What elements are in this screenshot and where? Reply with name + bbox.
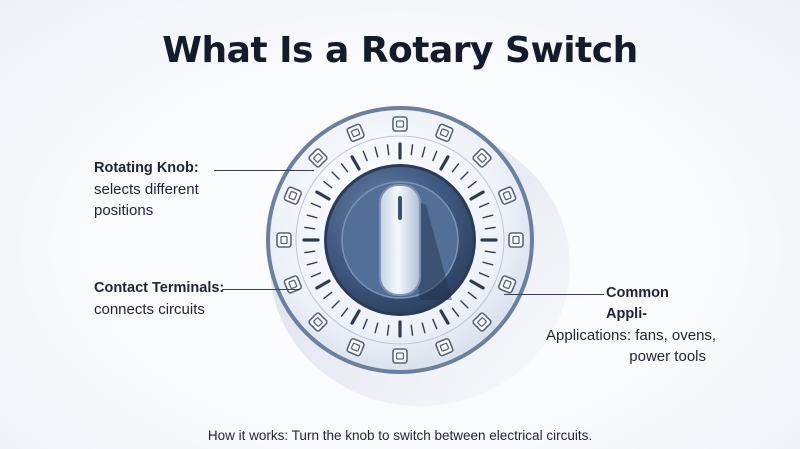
tick-marks — [302, 142, 498, 338]
minor-tick — [482, 214, 494, 219]
minor-tick — [340, 163, 349, 173]
minor-tick — [482, 261, 494, 266]
contact-terminal-icon — [392, 116, 408, 132]
minor-tick — [306, 261, 318, 266]
contact-terminal-icon — [472, 148, 492, 168]
callout-body-line1: Applications: fans, ovens, — [546, 327, 717, 344]
knob-indicator — [398, 196, 402, 220]
major-tick — [469, 190, 485, 201]
contact-terminals — [276, 116, 524, 364]
minor-tick — [374, 146, 379, 158]
minor-tick — [340, 307, 349, 317]
minor-tick — [421, 146, 426, 158]
minor-tick — [323, 291, 333, 300]
minor-tick — [451, 163, 460, 173]
minor-tick — [374, 322, 379, 334]
minor-tick — [304, 250, 316, 254]
major-tick — [439, 155, 450, 171]
minor-tick — [460, 300, 469, 309]
minor-tick — [467, 180, 477, 189]
minor-tick — [310, 202, 322, 208]
contact-terminal-icon — [276, 232, 292, 248]
minor-tick — [310, 272, 322, 278]
minor-tick — [484, 226, 496, 230]
minor-tick — [386, 144, 390, 156]
minor-tick — [331, 300, 340, 309]
contact-terminal-icon — [435, 337, 454, 357]
applications-leader-line — [504, 294, 604, 295]
minor-tick — [410, 324, 414, 336]
contact-terminal-icon — [392, 348, 408, 364]
callout-head: Contact Terminals: — [94, 280, 225, 296]
minor-tick — [386, 324, 390, 336]
contact-terminal-icon — [435, 123, 454, 143]
minor-tick — [323, 180, 333, 189]
major-tick — [315, 279, 331, 290]
minor-tick — [304, 226, 316, 230]
minor-tick — [432, 150, 438, 162]
callout-head: Rotating Knob: — [94, 160, 199, 176]
minor-tick — [460, 171, 469, 180]
minor-tick — [331, 171, 340, 180]
contact-terminal-icon — [346, 123, 365, 143]
major-tick — [469, 279, 485, 290]
major-tick — [350, 309, 361, 325]
contact-terminal-icon — [283, 186, 303, 205]
minor-tick — [306, 214, 318, 219]
minor-tick — [410, 144, 414, 156]
callout-body-line2: power tools — [629, 348, 706, 365]
callout-head: Common Appli- — [606, 285, 669, 322]
minor-tick — [484, 250, 496, 254]
minor-tick — [478, 202, 490, 208]
contact-terminal-icon — [283, 275, 303, 294]
terminals-leader-line — [222, 289, 300, 290]
minor-tick — [451, 307, 460, 317]
rotary-knob-icon[interactable] — [379, 184, 421, 296]
contact-terminal-icon — [472, 312, 492, 332]
minor-tick — [421, 322, 426, 334]
minor-tick — [362, 150, 368, 162]
callout-body: connects circuits — [94, 301, 205, 318]
minor-tick — [432, 318, 438, 330]
contact-terminal-icon — [508, 232, 524, 248]
caption: How it works: Turn the knob to switch be… — [207, 428, 593, 443]
contact-terminal-icon — [346, 337, 365, 357]
minor-tick — [362, 318, 368, 330]
knob-leader-line — [214, 170, 314, 171]
callout-body: selects different positions — [94, 181, 199, 219]
callout-rotating-knob: Rotating Knob: selects different positio… — [94, 158, 214, 221]
contact-terminal-icon — [308, 312, 328, 332]
major-tick — [315, 190, 331, 201]
contact-terminal-icon — [308, 148, 328, 168]
ring-inner-edge — [295, 135, 505, 345]
callout-common-applications: Common Appli- Applications: fans, ovens,… — [546, 283, 717, 367]
contact-terminal-icon — [497, 186, 517, 205]
page-title: What Is a Rotary Switch — [162, 30, 638, 71]
minor-tick — [467, 291, 477, 300]
contact-terminal-icon — [497, 275, 517, 294]
major-tick — [439, 309, 450, 325]
minor-tick — [478, 272, 490, 278]
major-tick — [350, 155, 361, 171]
callout-contact-terminals: Contact Terminals: connects circuits — [94, 278, 224, 320]
